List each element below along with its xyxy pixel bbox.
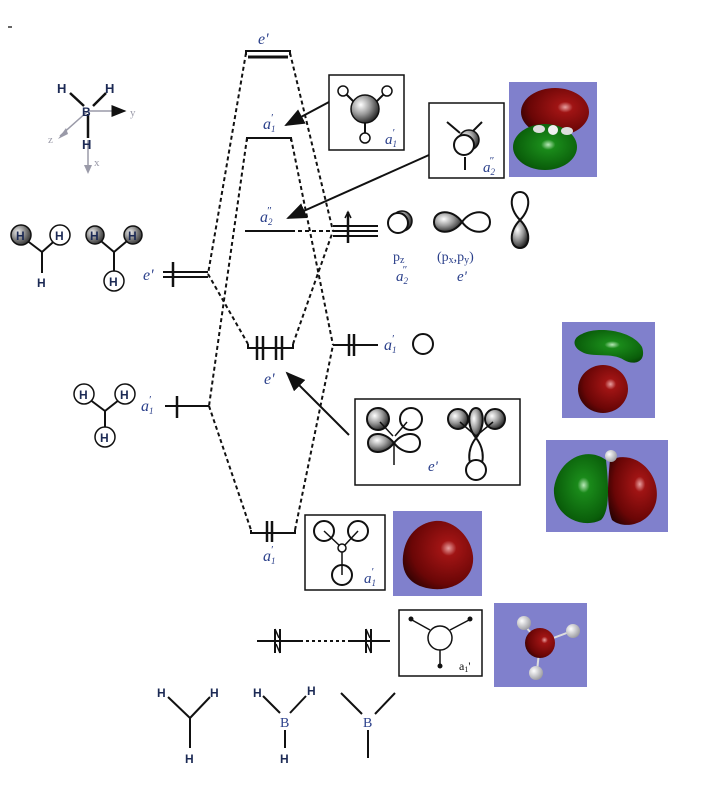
render-a1-bonding-orbital <box>393 511 482 596</box>
axis-x-label: x <box>94 157 100 169</box>
svg-text:H: H <box>120 388 129 402</box>
mo-labels: e' a1′ a2″ e' a1′ <box>258 31 276 566</box>
svg-text:e': e' <box>428 459 439 475</box>
label-pxpy-symmetry: e' <box>457 269 468 285</box>
svg-text:a1′: a1′ <box>385 127 397 149</box>
render-core-orbital <box>494 603 587 687</box>
svg-text:H: H <box>253 686 262 700</box>
label-pz: pz <box>393 250 405 266</box>
label-e-antibonding: e' <box>258 31 269 48</box>
box-a2-nonbonding: a2″ <box>428 102 505 179</box>
svg-text:H: H <box>79 388 88 402</box>
s-orbital-icon <box>412 333 434 355</box>
salc-e2: H H H <box>85 225 143 292</box>
svg-text:H: H <box>16 229 25 243</box>
render-a2-orbital <box>509 82 597 177</box>
axis-h1: H <box>57 81 66 96</box>
svg-text:H: H <box>210 686 219 700</box>
svg-text:a1′: a1′ <box>364 566 376 588</box>
label-a1-bonding: a1′ <box>263 544 276 566</box>
svg-text:H: H <box>37 276 46 290</box>
salc-a1: H H H <box>73 383 136 448</box>
svg-text:H: H <box>55 229 64 243</box>
structure-h3: H H H <box>157 686 219 766</box>
correlation-lines <box>207 52 334 531</box>
render-e-orbital-1 <box>562 322 655 418</box>
h3-e-level <box>163 262 208 287</box>
svg-text:H: H <box>90 229 99 243</box>
electrons-a1-bonding <box>265 521 274 542</box>
box-e-bonding: e' <box>354 398 521 486</box>
b-s-level <box>333 334 378 356</box>
box-a1-bonding: a1′ <box>304 514 386 591</box>
electrons-e-bonding <box>255 336 284 360</box>
core-level <box>257 628 390 654</box>
arrow-a1-antibonding <box>284 101 330 126</box>
box-a1-antibonding: a1′ <box>328 74 405 151</box>
arrow-a2-nonbonding <box>286 154 430 219</box>
axis-molecule: H H B H y z x <box>48 81 136 174</box>
label-a2-nonbonding: a2″ <box>260 205 273 227</box>
label-pxpy: (px,py) <box>437 250 474 266</box>
label-h3-a1: a1′ <box>141 394 154 416</box>
arrow-e-bonding <box>285 371 350 436</box>
svg-text:H: H <box>307 684 316 698</box>
box-core-a1: a1' <box>398 609 483 677</box>
h3-a1-level <box>165 396 209 418</box>
structure-b-skeleton: B <box>340 692 396 758</box>
svg-text:H: H <box>100 431 109 445</box>
pz-orbital-icon <box>387 210 413 234</box>
render-e-orbital-2 <box>546 440 668 532</box>
b-p-level <box>333 210 378 243</box>
axis-b: B <box>82 105 91 119</box>
label-a1-antibonding: a1′ <box>263 112 276 134</box>
label-e-bonding: e' <box>264 371 275 388</box>
svg-text:H: H <box>128 229 137 243</box>
axis-h3: H <box>82 137 91 152</box>
py-orbital-icon <box>510 190 530 250</box>
label-b-a1: a1′ <box>384 333 397 355</box>
axis-h2: H <box>105 81 114 96</box>
axis-z-label: z <box>48 134 53 146</box>
svg-text:H: H <box>185 752 194 766</box>
svg-text:H: H <box>157 686 166 700</box>
label-h3-e: e' <box>143 267 154 284</box>
svg-text:H: H <box>280 752 289 766</box>
structure-bh3: H H B H <box>253 684 316 766</box>
svg-text:a2″: a2″ <box>483 155 496 177</box>
axis-y-label: y <box>130 107 136 119</box>
svg-text:H: H <box>109 275 118 289</box>
svg-text:B: B <box>280 716 289 731</box>
label-pz-symmetry: a2″ <box>396 264 409 286</box>
px-orbital-icon <box>432 211 492 233</box>
svg-text:B: B <box>363 716 372 731</box>
salc-e1: H H H <box>10 224 71 290</box>
svg-text:a1': a1' <box>459 659 471 674</box>
